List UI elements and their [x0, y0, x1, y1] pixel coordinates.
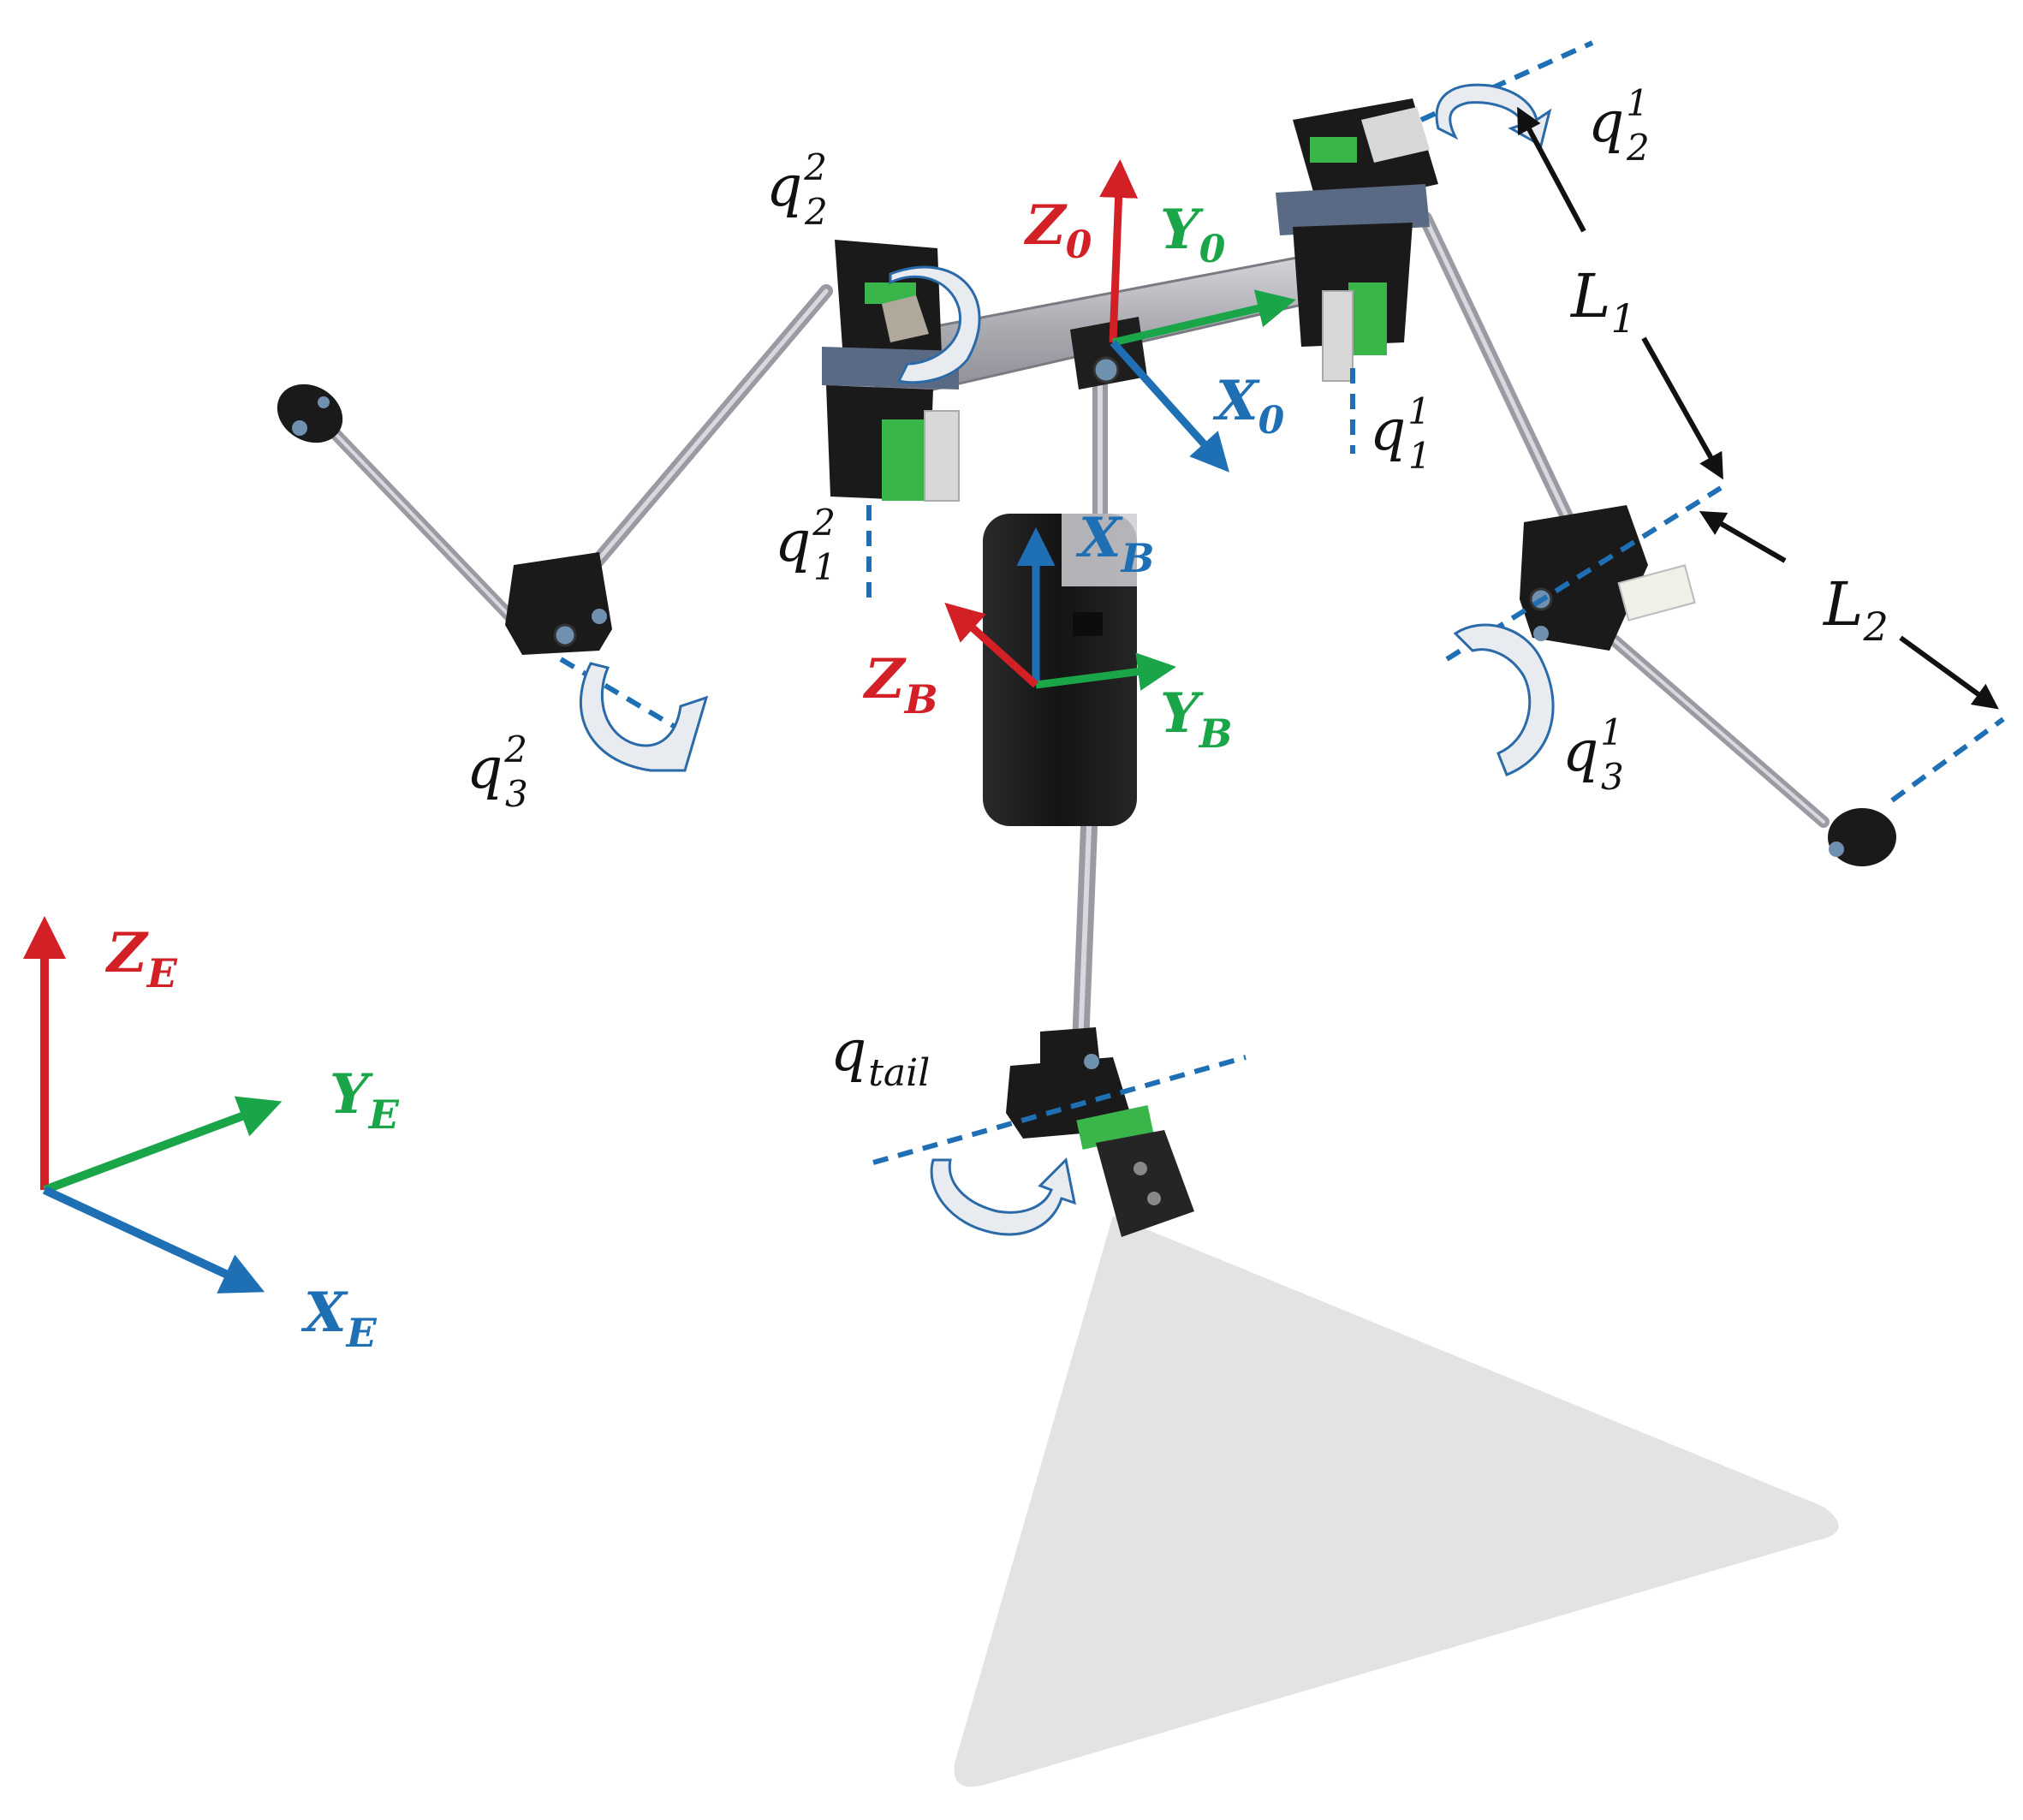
foot-right [1828, 808, 1896, 866]
link-length-arrows [1517, 106, 1999, 710]
label-zb: ZB [862, 647, 938, 723]
world-frame-axes [22, 916, 283, 1294]
servo-right-upper [1276, 98, 1438, 382]
label-ye: YE [330, 1062, 400, 1138]
label-L2: L2 [1822, 569, 1889, 650]
body-frame-axes [944, 527, 1176, 691]
label-xe: XE [300, 1281, 378, 1356]
base-frame-axes [1099, 159, 1296, 473]
label-y0: Y0 [1160, 198, 1226, 271]
servo-left-lower [505, 552, 612, 655]
body-block [983, 514, 1137, 826]
xe-axis [42, 1186, 265, 1294]
servo-left-upper [822, 240, 960, 502]
z0-axis [1099, 159, 1139, 343]
foot-left [277, 384, 343, 443]
label-ze: ZE [104, 921, 178, 996]
label-xb: XB [1075, 506, 1155, 581]
servo-tail [1006, 1027, 1194, 1237]
center-hub [1070, 317, 1147, 390]
yb-axis [1035, 652, 1176, 691]
zb-axis [944, 602, 1039, 688]
label-x0: X0 [1212, 369, 1285, 443]
tail-fin [954, 1216, 1839, 1787]
x0-axis [1110, 339, 1230, 473]
servo-right-lower [1520, 505, 1696, 651]
y0-axis [1111, 289, 1296, 347]
label-z0: Z0 [1023, 193, 1092, 267]
label-yb: YB [1160, 681, 1233, 757]
ye-axis [43, 1096, 283, 1194]
label-L1: L1 [1569, 261, 1636, 342]
label-q-tail: qtail [830, 1018, 930, 1095]
